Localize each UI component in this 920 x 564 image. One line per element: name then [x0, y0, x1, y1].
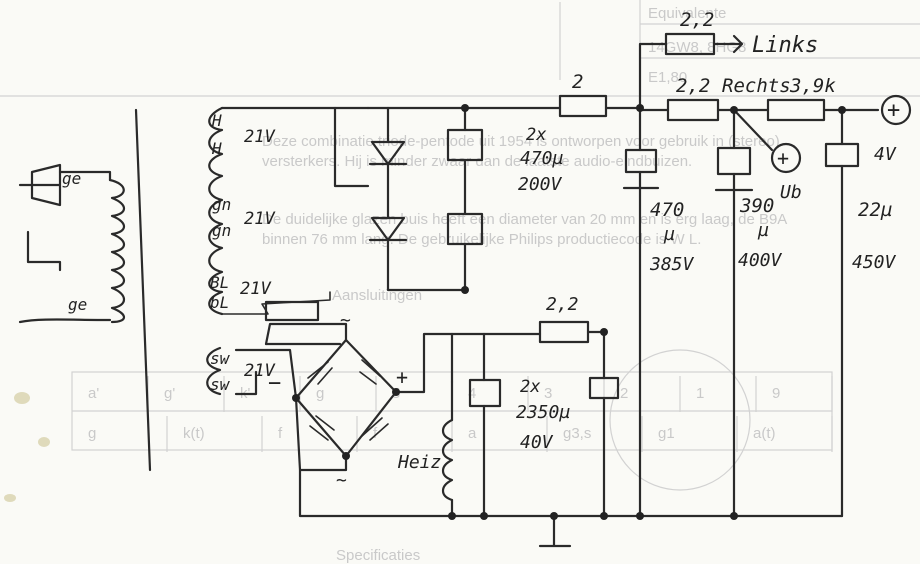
bg-pin-row-2: g k(t) f f a g3,s g1 a(t) — [88, 416, 833, 452]
bridge-plus: + — [396, 365, 408, 389]
voltage-right: 4V — [874, 144, 897, 165]
cap1-value: 470µ — [520, 148, 564, 169]
cap5-value: 2350µ — [516, 402, 570, 423]
cap3-value: 390 — [739, 195, 774, 217]
tap-gn-1: gn — [212, 195, 231, 214]
r-rechts-value: 2,2 — [676, 75, 710, 97]
handwritten-labels: 2,2 Links 2 2,2 Rechts 3,9k + 4V + Ub 2x… — [62, 9, 900, 491]
tap-ge-2: ge — [68, 295, 87, 314]
winding-v-2: 21V — [244, 209, 275, 229]
bg-pin-cell: k(t) — [183, 425, 205, 442]
stain-mark — [14, 392, 30, 404]
cap2-unit: µ — [663, 224, 675, 245]
winding-v-4: 21V — [244, 361, 275, 381]
winding-v-1: 21V — [244, 127, 275, 147]
bg-pin-cell: 9 — [772, 385, 780, 402]
tilde-top: ~ — [340, 310, 351, 331]
cap2-voltage: 385V — [649, 254, 695, 275]
label-rechts: Rechts — [722, 75, 791, 97]
label-heiz: Heiz — [397, 452, 441, 473]
bg-heading-specs: Specificaties — [336, 547, 420, 564]
bg-pin-cell: 4 — [468, 385, 476, 402]
stain-mark — [38, 437, 50, 447]
cap3-voltage: 400V — [738, 250, 783, 271]
r-low-value: 2,2 — [546, 294, 579, 315]
bg-pin-cell: a — [468, 425, 477, 442]
wiring — [220, 32, 912, 548]
bg-pin-cell: g3,s — [563, 425, 591, 442]
bg-pin-row-1: a'g'k'g543219 — [88, 376, 833, 412]
bg-e180: E1,80 — [648, 69, 687, 86]
plus-ub: + — [777, 146, 789, 170]
tap-h-2: H — [211, 139, 222, 158]
bg-pin-cell: 1 — [696, 385, 704, 402]
r-series-value: 2 — [572, 71, 583, 93]
label-ub: Ub — [780, 182, 802, 203]
plus-right: + — [887, 98, 900, 123]
r-rechts2-value: 3,9k — [789, 75, 836, 97]
bg-line-3: De duidelijke glazen buis heeft een diam… — [262, 211, 787, 228]
cap5-voltage: 40V — [520, 432, 554, 453]
bg-line-2: versterkers. Hij is minder zwaar dan de … — [262, 153, 692, 170]
tap-ge-1: ge — [62, 169, 81, 188]
cap5-label: 2x — [520, 377, 541, 397]
bg-heading-connections: Aansluitingen — [332, 287, 422, 304]
bridge-minus: − — [268, 371, 281, 396]
bg-pin-cell: a' — [88, 385, 99, 402]
bg-line-1: Deze combinatie triode-pentode uit 1954 … — [262, 133, 780, 150]
bg-pin-cell: g' — [164, 385, 175, 402]
transformer-primary — [18, 108, 152, 472]
bg-pin-cell: f — [373, 425, 378, 442]
bg-pin-cell: g1 — [658, 425, 675, 442]
tap-bl-2: bL — [210, 293, 229, 312]
cap2-value: 470 — [650, 199, 684, 221]
bg-pin-cell: f — [278, 425, 283, 442]
tap-h-1: H — [211, 111, 222, 130]
junction-dots — [292, 104, 846, 520]
bg-pin-cell: 2 — [620, 385, 628, 402]
r-links-value: 2,2 — [680, 9, 714, 31]
cap4-voltage: 450V — [852, 252, 897, 273]
tap-sw-1: sw — [210, 349, 231, 368]
bg-pin-cell: a(t) — [753, 425, 776, 442]
tap-sw-2: sw — [210, 375, 231, 394]
bg-equiv-label: Equivalente — [648, 5, 726, 22]
stain-mark — [4, 494, 16, 502]
tap-bl-1: BL — [210, 273, 229, 292]
cap1-label: 2x — [526, 125, 547, 145]
tap-gn-2: gn — [212, 221, 231, 240]
bg-pin-cell: g — [316, 385, 324, 402]
cap4-value: 22µ — [858, 199, 892, 221]
label-links: Links — [752, 33, 818, 58]
cap1-voltage: 200V — [518, 174, 563, 195]
tilde-bottom: ~ — [336, 470, 347, 491]
bg-pin-cell: g — [88, 425, 96, 442]
cap3-unit: µ — [757, 220, 769, 241]
bg-pin-cell: 3 — [544, 385, 552, 402]
transformer-secondary — [206, 106, 224, 396]
winding-v-3: 21V — [240, 279, 271, 299]
